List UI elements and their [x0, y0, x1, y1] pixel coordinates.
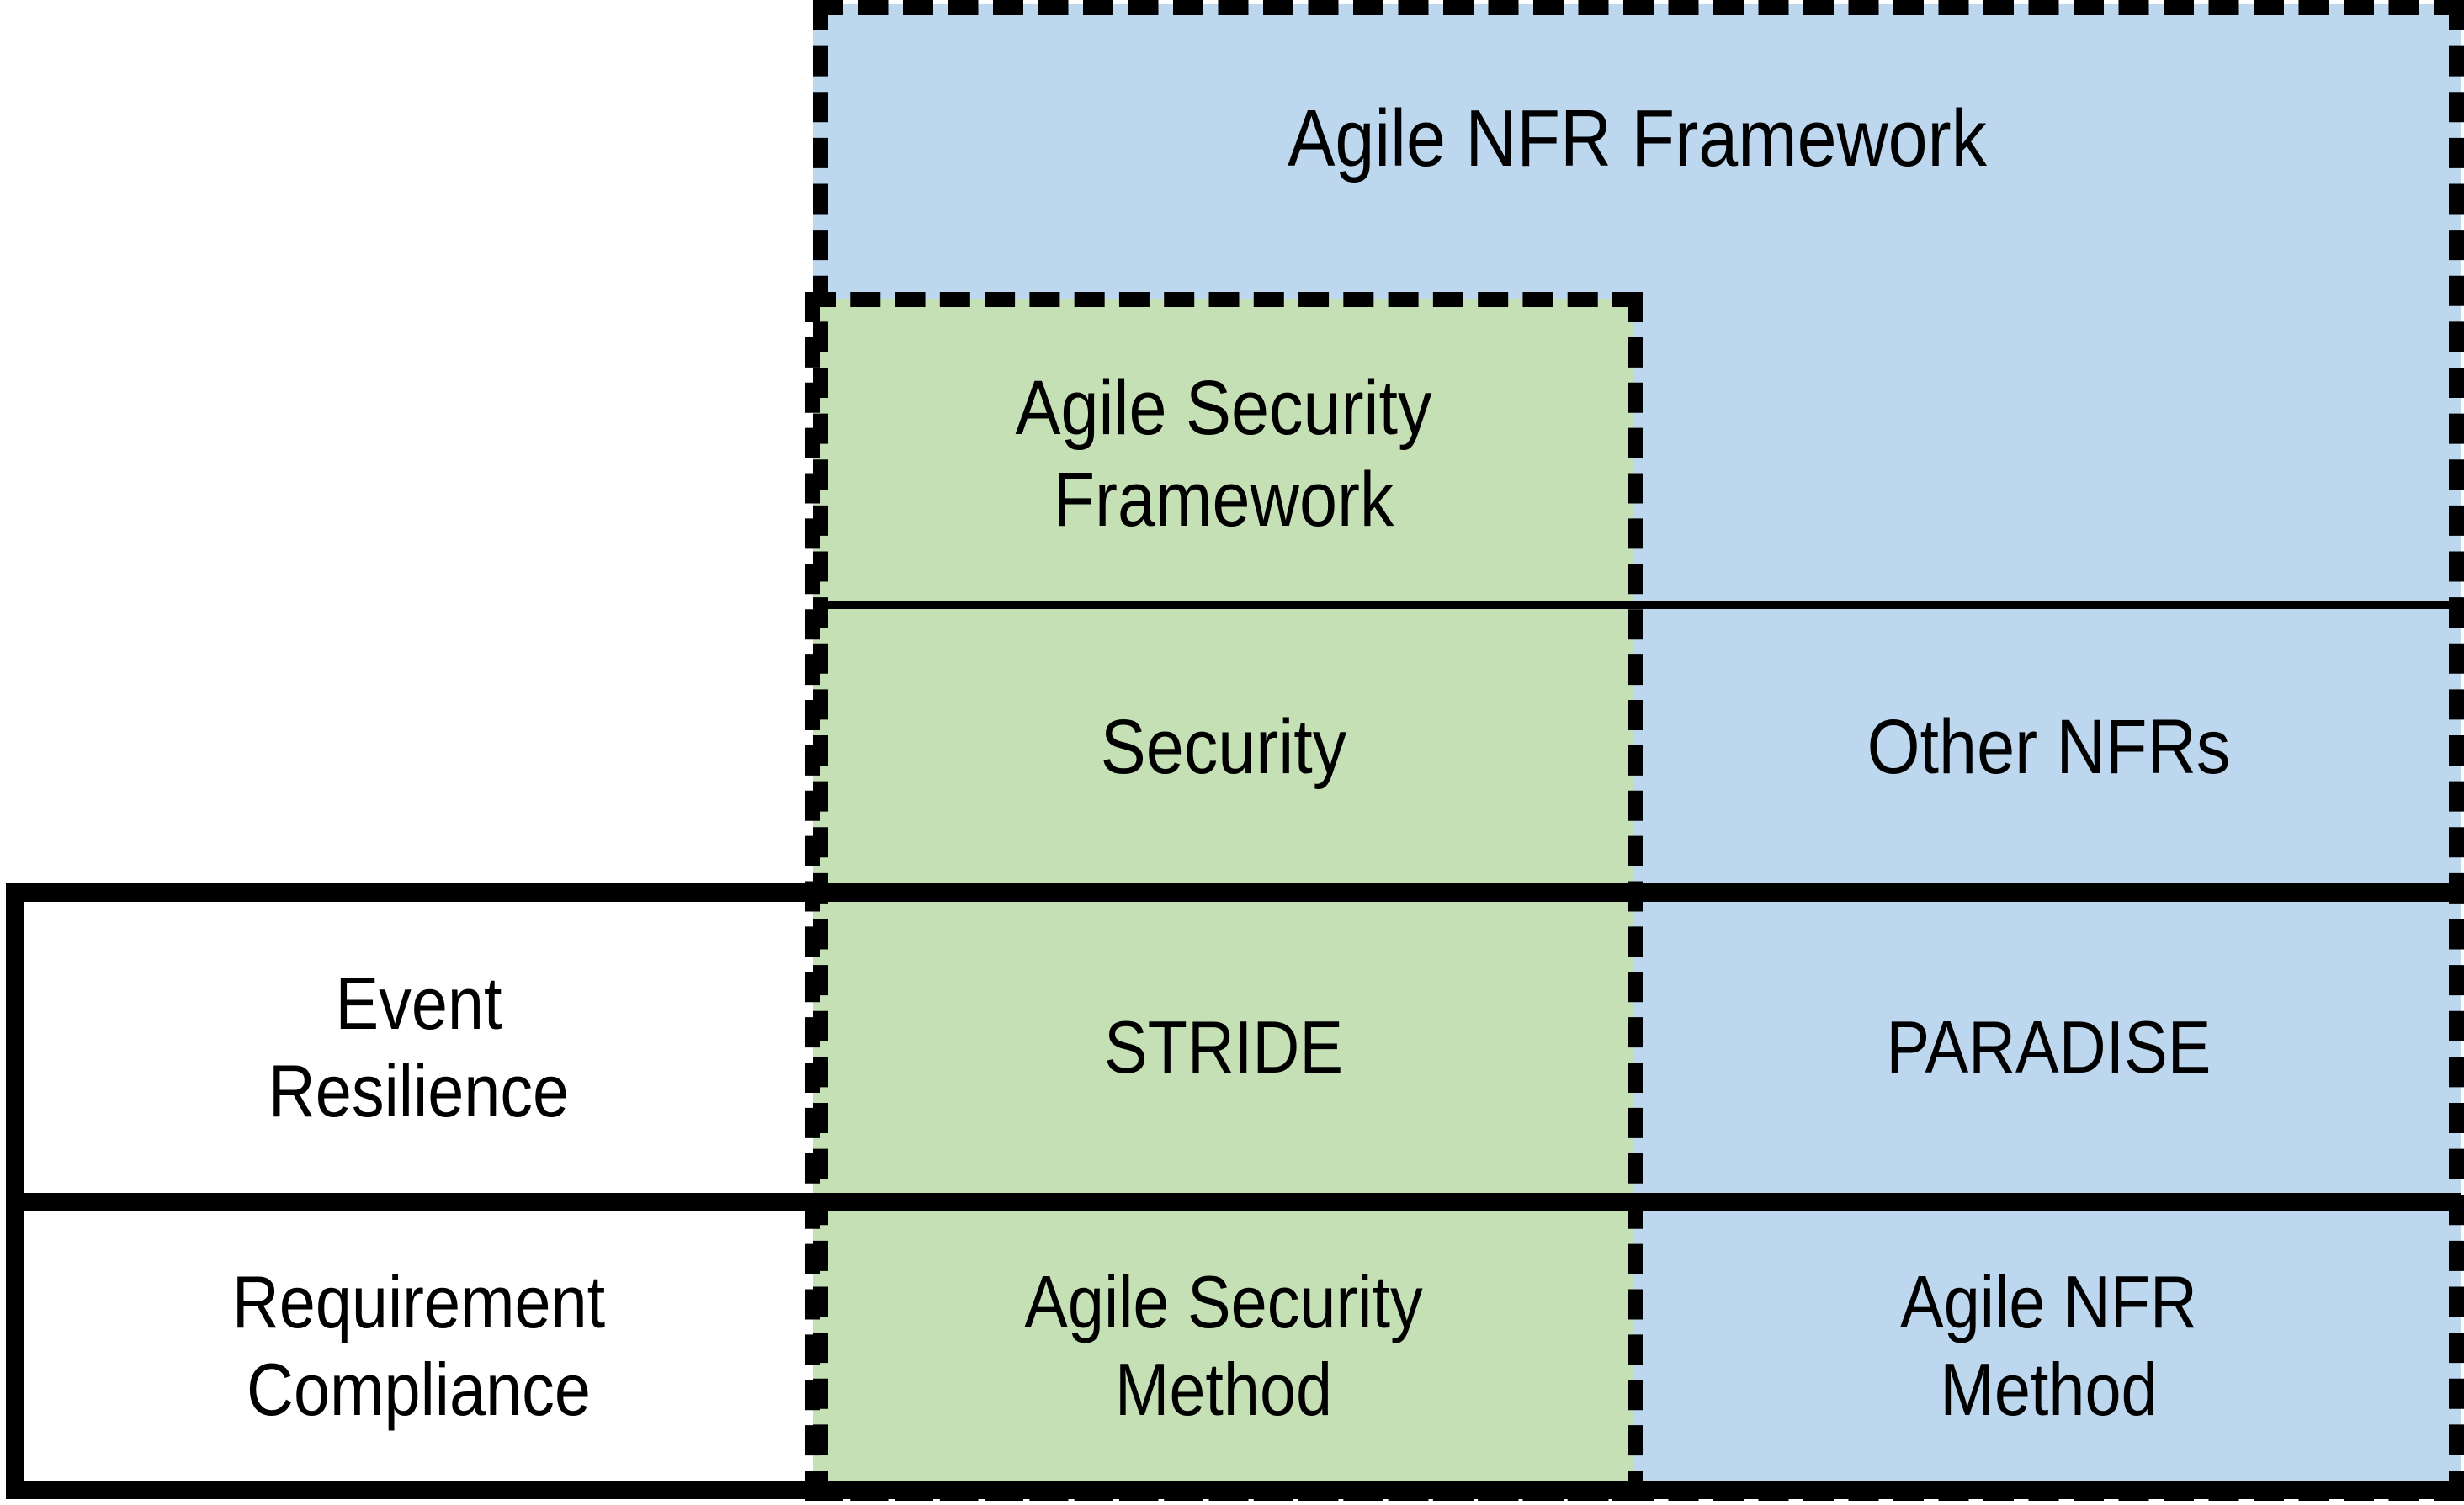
matrix-bottom-border: [6, 1481, 2461, 1499]
cell-event-resilience-security: STRIDE: [1104, 1005, 1343, 1089]
cell-requirement-compliance-security: Agile Security Method: [1024, 1260, 1423, 1431]
row-label-event-resilience: Event Resilience: [268, 962, 570, 1132]
left-column-left-border: [6, 883, 24, 1499]
divider-framework-category: [813, 601, 2461, 609]
outer-frame-title: Agile NFR Framework: [1288, 93, 1987, 184]
cell-requirement-compliance-other-nfrs: Agile NFR Method: [1900, 1260, 2197, 1431]
category-security: Security: [1100, 703, 1347, 790]
cell-event-resilience-other-nfrs: PARADISE: [1886, 1005, 2212, 1089]
divider-category-rows: [6, 883, 2461, 902]
inner-frame-title: Agile Security Framework: [1015, 365, 1432, 543]
row-label-requirement-compliance: Requirement Compliance: [231, 1260, 606, 1431]
divider-row1-row2: [6, 1193, 2461, 1211]
category-other-nfrs: Other NFRs: [1867, 703, 2231, 790]
